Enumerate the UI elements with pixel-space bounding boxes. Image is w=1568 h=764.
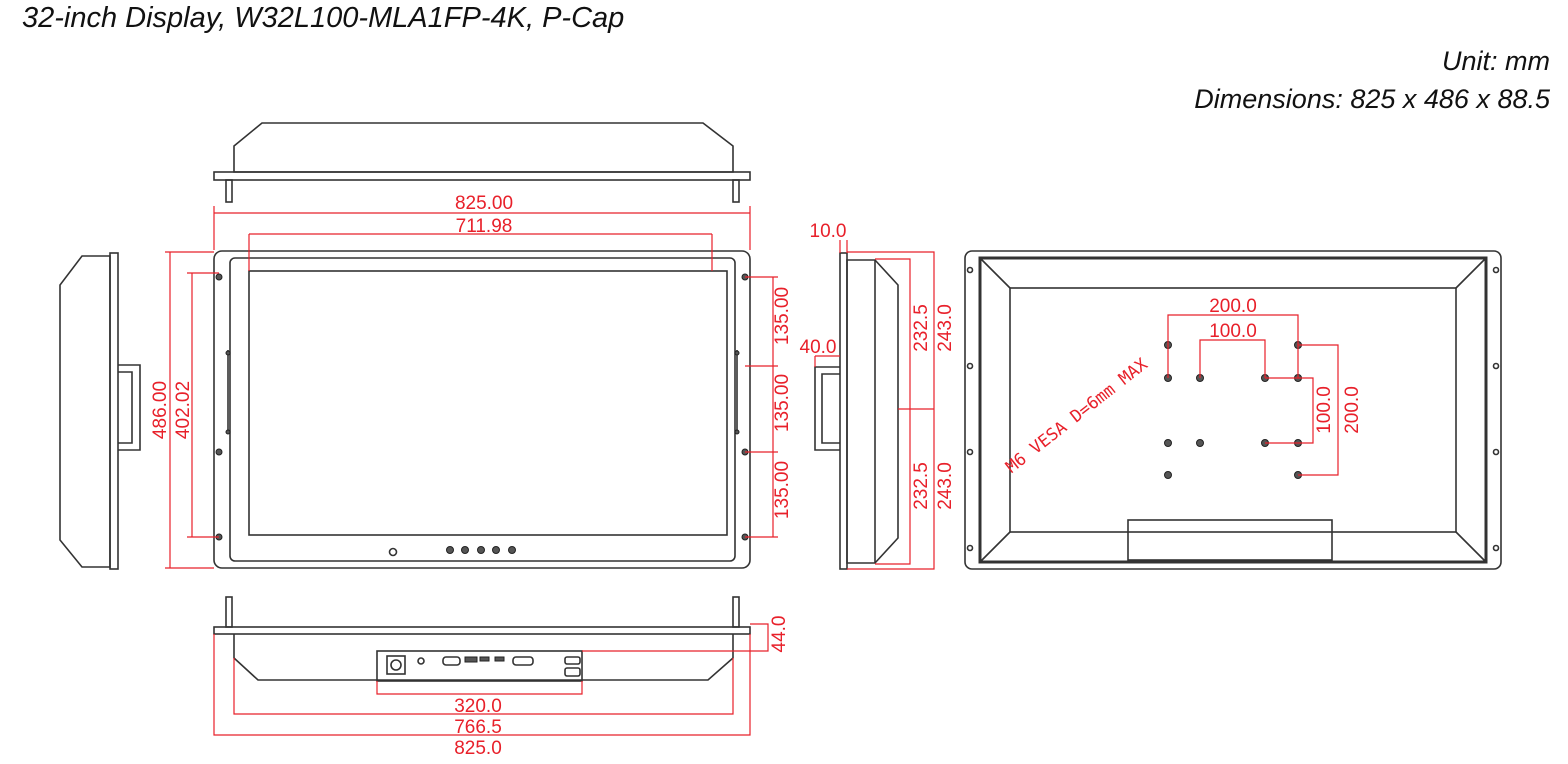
dim-body-width: 766.5 xyxy=(454,717,502,738)
dim-io-width: 320.0 xyxy=(454,696,502,717)
bottom-view xyxy=(213,596,751,682)
dim-mount-spacing-1: 135.00 xyxy=(772,287,793,345)
front-view xyxy=(213,250,751,569)
right-side-view xyxy=(814,252,899,570)
dim-io-depth: 44.0 xyxy=(769,616,790,653)
bottom-dimensions: 44.0 320.0 766.5 825.0 xyxy=(213,616,790,759)
dim-vesa-outer-v: 200.0 xyxy=(1342,386,1363,434)
dim-vesa-inner-v: 100.0 xyxy=(1314,386,1335,434)
vesa-note: M6 VESA D=6mm MAX xyxy=(1002,354,1152,477)
front-dimensions: 825.00 711.98 486.00 402.02 135.00 135.0… xyxy=(150,193,793,569)
front-control-buttons xyxy=(388,546,516,557)
dim-mount-spacing-2: 135.00 xyxy=(772,374,793,432)
top-view xyxy=(213,122,751,203)
dim-mount-spacing-3: 135.00 xyxy=(772,461,793,519)
dim-width-overall: 825.00 xyxy=(455,193,513,214)
dim-overall-width: 825.0 xyxy=(454,738,502,759)
dim-height-active: 402.02 xyxy=(173,381,194,439)
side-dimensions: 10.0 40.0 232.5 243.0 232.5 243.0 xyxy=(800,221,956,570)
dim-vesa-inner-h: 100.0 xyxy=(1209,321,1257,342)
dim-lower-inner: 232.5 xyxy=(911,462,932,510)
vesa-dimensions: 200.0 100.0 100.0 200.0 M6 VESA D=6mm MA… xyxy=(1002,296,1363,478)
dim-vesa-outer-h: 200.0 xyxy=(1209,296,1257,317)
dim-handle-depth: 40.0 xyxy=(800,337,837,358)
dim-width-active: 711.98 xyxy=(456,216,513,237)
vesa-holes xyxy=(1164,341,1302,479)
dim-lower-outer: 243.0 xyxy=(935,462,956,510)
dim-upper-inner: 232.5 xyxy=(911,304,932,352)
dim-height-overall: 486.00 xyxy=(150,381,171,439)
drawing-title: 32-inch Display, W32L100-MLA1FP-4K, P-Ca… xyxy=(22,2,625,34)
dim-upper-outer: 243.0 xyxy=(935,304,956,352)
dim-bezel-depth: 10.0 xyxy=(810,221,847,242)
dimensions-label: Dimensions: 825 x 486 x 88.5 xyxy=(1194,84,1550,114)
left-side-view xyxy=(59,252,141,570)
unit-label: Unit: mm xyxy=(1442,46,1550,76)
unit-block: Unit: mm Dimensions: 825 x 486 x 88.5 xyxy=(1194,42,1550,118)
